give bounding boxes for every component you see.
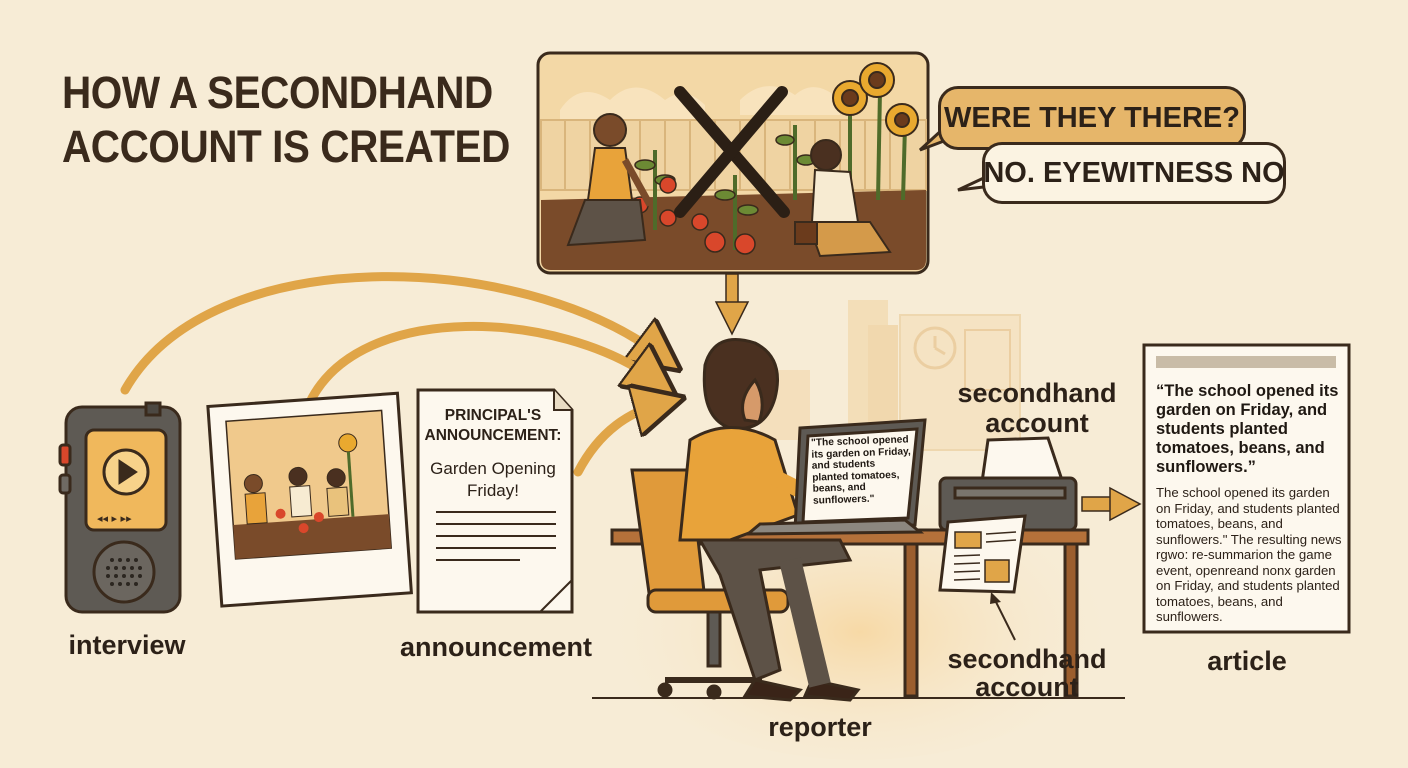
printer (938, 436, 1078, 594)
laptop (743, 418, 927, 536)
arrow-to-article (1081, 486, 1142, 522)
printer-label-top: secondhand account (957, 378, 1117, 438)
announcement-body: Garden Opening Friday! (430, 459, 556, 500)
flow-arrows (120, 272, 660, 477)
recorder-speaker-grill (106, 558, 142, 586)
answer-bubble: NO. EYEWITNESS NO (982, 142, 1286, 204)
question-text: WERE THEY THERE? (944, 101, 1240, 134)
page-title: HOW A SECONDHAND ACCOUNT IS CREATED (62, 66, 510, 174)
announcement-label: announcement (399, 632, 593, 662)
svg-text:◂◂ ▸ ▸▸: ◂◂ ▸ ▸▸ (97, 512, 132, 525)
voice-recorder: ◂◂ ▸ ▸▸ (58, 401, 182, 614)
article-quote: “The school opened its garden on Friday,… (1156, 382, 1339, 476)
reporter-person (678, 338, 861, 702)
garden-photo (206, 391, 413, 608)
arrow-interview-to-reporter (120, 272, 660, 395)
garden-scene (536, 51, 930, 275)
answer-text: NO. EYEWITNESS NO (983, 156, 1285, 189)
title-line-2: ACCOUNT IS CREATED (62, 121, 510, 172)
arrow-secondhand-label (990, 592, 1016, 641)
arrow-photo-to-reporter (305, 321, 655, 407)
arrow-garden-down (714, 273, 750, 336)
announcement-paper (416, 388, 574, 614)
printer-label-bottom: secondhand account (947, 644, 1107, 702)
title-line-1: HOW A SECONDHAND (62, 67, 493, 118)
article-paper (1142, 343, 1351, 634)
laptop-screen-text: "The school opened its garden on Friday,… (810, 434, 911, 507)
reporter-label: reporter (768, 712, 872, 742)
announcement-heading: PRINCIPAL'S ANNOUNCEMENT: (424, 407, 562, 444)
interview-label: interview (68, 630, 186, 660)
arrow-announcement-to-reporter (573, 404, 660, 477)
question-bubble: WERE THEY THERE? (938, 86, 1246, 150)
article-body: The school opened its garden on Friday, … (1156, 485, 1342, 624)
article-label: article (1207, 646, 1287, 676)
